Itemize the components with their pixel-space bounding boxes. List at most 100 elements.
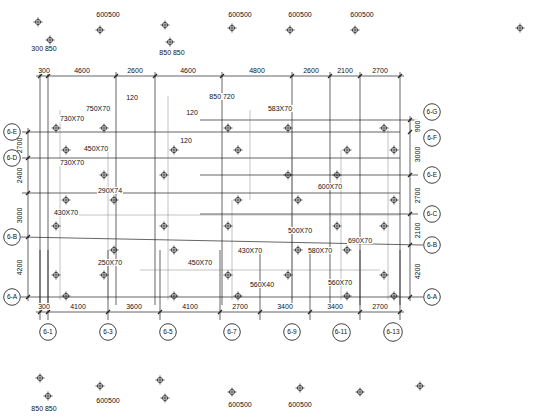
dimension-text: 300 (37, 67, 51, 74)
pile-label: 600500 (349, 11, 374, 18)
pile-label: 730X70 (59, 159, 85, 166)
dimension-text: 2600 (126, 67, 144, 74)
dimension-text: 3000 (16, 206, 23, 224)
pile-label: 500X70 (287, 227, 313, 234)
dimension-text: 2700 (231, 303, 249, 310)
pile-label: 560X40 (249, 281, 275, 288)
dimension-text: 4200 (16, 258, 23, 276)
pile-label: 600500 (95, 397, 120, 404)
pile-symbol (390, 196, 399, 205)
pile-label: 450X70 (187, 259, 213, 266)
pile-label: 120 (125, 94, 139, 101)
pile-symbol (390, 292, 399, 301)
pile-label: 430X70 (237, 247, 263, 254)
dimension-text: 2100 (414, 221, 421, 239)
axis-label: 6-11 (335, 329, 348, 336)
axis-line (200, 120, 418, 121)
axis-line (220, 250, 221, 320)
pile-symbol (234, 146, 243, 155)
pile-symbol (296, 384, 305, 393)
pile-label: 750X70 (85, 105, 111, 112)
pile-symbol (224, 271, 233, 280)
pile-symbol (52, 271, 61, 280)
axis-line (21, 297, 423, 298)
dimension-text: 2400 (16, 166, 23, 184)
dimension-text: 2700 (16, 136, 23, 154)
pile-label: 300 850 (30, 45, 57, 52)
pile-label: 120 (185, 109, 199, 116)
pile-label: 850 850 (30, 405, 57, 412)
axis-line (360, 250, 361, 320)
pile-symbol (284, 124, 293, 133)
pile-symbol (52, 124, 61, 133)
pile-symbol (380, 222, 389, 231)
dimension-text: 4100 (181, 303, 199, 310)
pile-symbol (228, 24, 237, 33)
pile-symbol (516, 24, 525, 33)
axis-label: 6-1 (43, 329, 52, 336)
pile-label: 250X70 (97, 259, 123, 266)
pile-symbol (52, 222, 61, 231)
axis-line (160, 250, 161, 320)
axis-bubble: 6-1 (39, 323, 57, 341)
pile-label: 730X70 (59, 115, 85, 122)
pile-symbol (36, 374, 45, 383)
pile-symbol (170, 246, 179, 255)
pile-label: 600500 (227, 401, 252, 408)
dimension-text: 4600 (73, 67, 91, 74)
pile-symbol (100, 124, 109, 133)
axis-line (22, 132, 400, 133)
pile-label: 600500 (95, 11, 120, 18)
dimension-text: 900 (415, 119, 422, 133)
pile-symbol (166, 38, 175, 47)
dimension-text: 4200 (414, 262, 421, 280)
pile-symbol (234, 196, 243, 205)
pile-label: 583X70 (267, 105, 293, 112)
pile-symbol (380, 271, 389, 280)
axis-bubble: 6-13 (383, 322, 403, 342)
axis-label: 6-B (427, 242, 437, 249)
pile-symbol (343, 292, 352, 301)
pile-label: 450X70 (83, 145, 109, 152)
pile-symbol (234, 292, 243, 301)
dimension-text: 2600 (302, 67, 320, 74)
pile-symbol (100, 171, 109, 180)
pile-symbol (46, 36, 55, 45)
axis-line (310, 250, 311, 320)
axis-line (200, 175, 418, 176)
pile-symbol (110, 196, 119, 205)
pile-symbol (343, 146, 352, 155)
pile-symbol (96, 26, 105, 35)
axis-label: 6-E (427, 172, 437, 179)
pile-label: 560X70 (327, 279, 353, 286)
pile-symbol (356, 388, 365, 397)
dimension-text: 4600 (179, 67, 197, 74)
pile-symbol (333, 171, 342, 180)
pile-label: 600X70 (317, 183, 343, 190)
axis-bubble: 6-9 (283, 323, 301, 341)
pile-label: 600500 (287, 11, 312, 18)
pile-symbol (284, 171, 293, 180)
axis-label: 6-9 (287, 329, 296, 336)
pile-symbol (294, 196, 303, 205)
pile-symbol (351, 26, 360, 35)
axis-bubble: 6-B (423, 236, 441, 254)
dimension-text: 2700 (371, 67, 389, 74)
dimension-text: 3400 (276, 303, 294, 310)
axis-bubble: 6-E (3, 123, 21, 141)
axis-bubble: 6-3 (99, 323, 117, 341)
pile-symbol (170, 292, 179, 301)
pile-label: 850 720 (208, 93, 235, 100)
pile-symbol (224, 124, 233, 133)
dimension-text: 3000 (414, 145, 421, 163)
pile-symbol (294, 246, 303, 255)
pile-label: 120 (179, 137, 193, 144)
axis-bubble: 6-F (423, 129, 441, 147)
pile-symbol (161, 21, 170, 30)
dimension-text: 2100 (336, 67, 354, 74)
dimension-text: 4100 (69, 303, 87, 310)
pile-symbol (343, 246, 352, 255)
axis-bubble: 6-7 (223, 323, 241, 341)
